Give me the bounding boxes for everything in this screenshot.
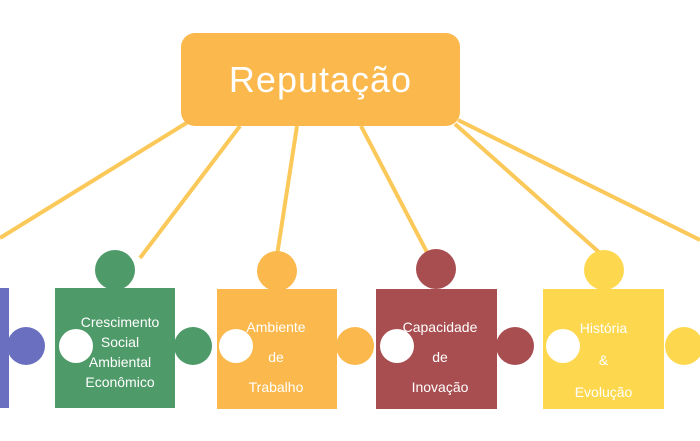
connector-line: [359, 125, 432, 259]
connector-line: [274, 125, 299, 263]
reputation-title: Reputação: [228, 58, 413, 100]
label-line: Trabalho: [248, 379, 304, 395]
label-line: Capacidade: [402, 319, 478, 335]
label-line: Ambiente: [246, 319, 306, 335]
amber-piece-label: Ambiente de Trabalho: [215, 312, 337, 402]
label-line: Inovação: [411, 379, 469, 395]
label-line: História: [579, 320, 628, 336]
label-line: Crescimento: [80, 314, 160, 330]
reputation-title-box: Reputação: [181, 33, 460, 126]
connector-line: [0, 120, 190, 240]
label-line: de: [268, 349, 284, 365]
connector-line: [453, 122, 612, 264]
puzzle-piece-green: [55, 250, 212, 408]
connector-line: [457, 118, 700, 242]
yellow-piece-label: História & Evolução: [543, 312, 664, 408]
connector-lines: [0, 118, 700, 264]
connector-line: [138, 124, 242, 260]
label-line: Ambiental: [88, 354, 152, 370]
label-line: Evolução: [574, 384, 633, 400]
red-piece-label: Capacidade de Inovação: [376, 312, 504, 402]
label-line: Econômico: [85, 374, 155, 390]
label-line: &: [598, 352, 609, 368]
label-line: Social: [100, 334, 140, 350]
label-line: de: [432, 349, 448, 365]
puzzle-piece-amber: [217, 251, 374, 409]
puzzle-piece-red: [376, 249, 534, 409]
puzzle-piece-blue: [0, 288, 45, 408]
puzzle-piece-yellow: [543, 250, 700, 409]
green-piece-label: Crescimento Social Ambiental Econômico: [55, 312, 185, 392]
